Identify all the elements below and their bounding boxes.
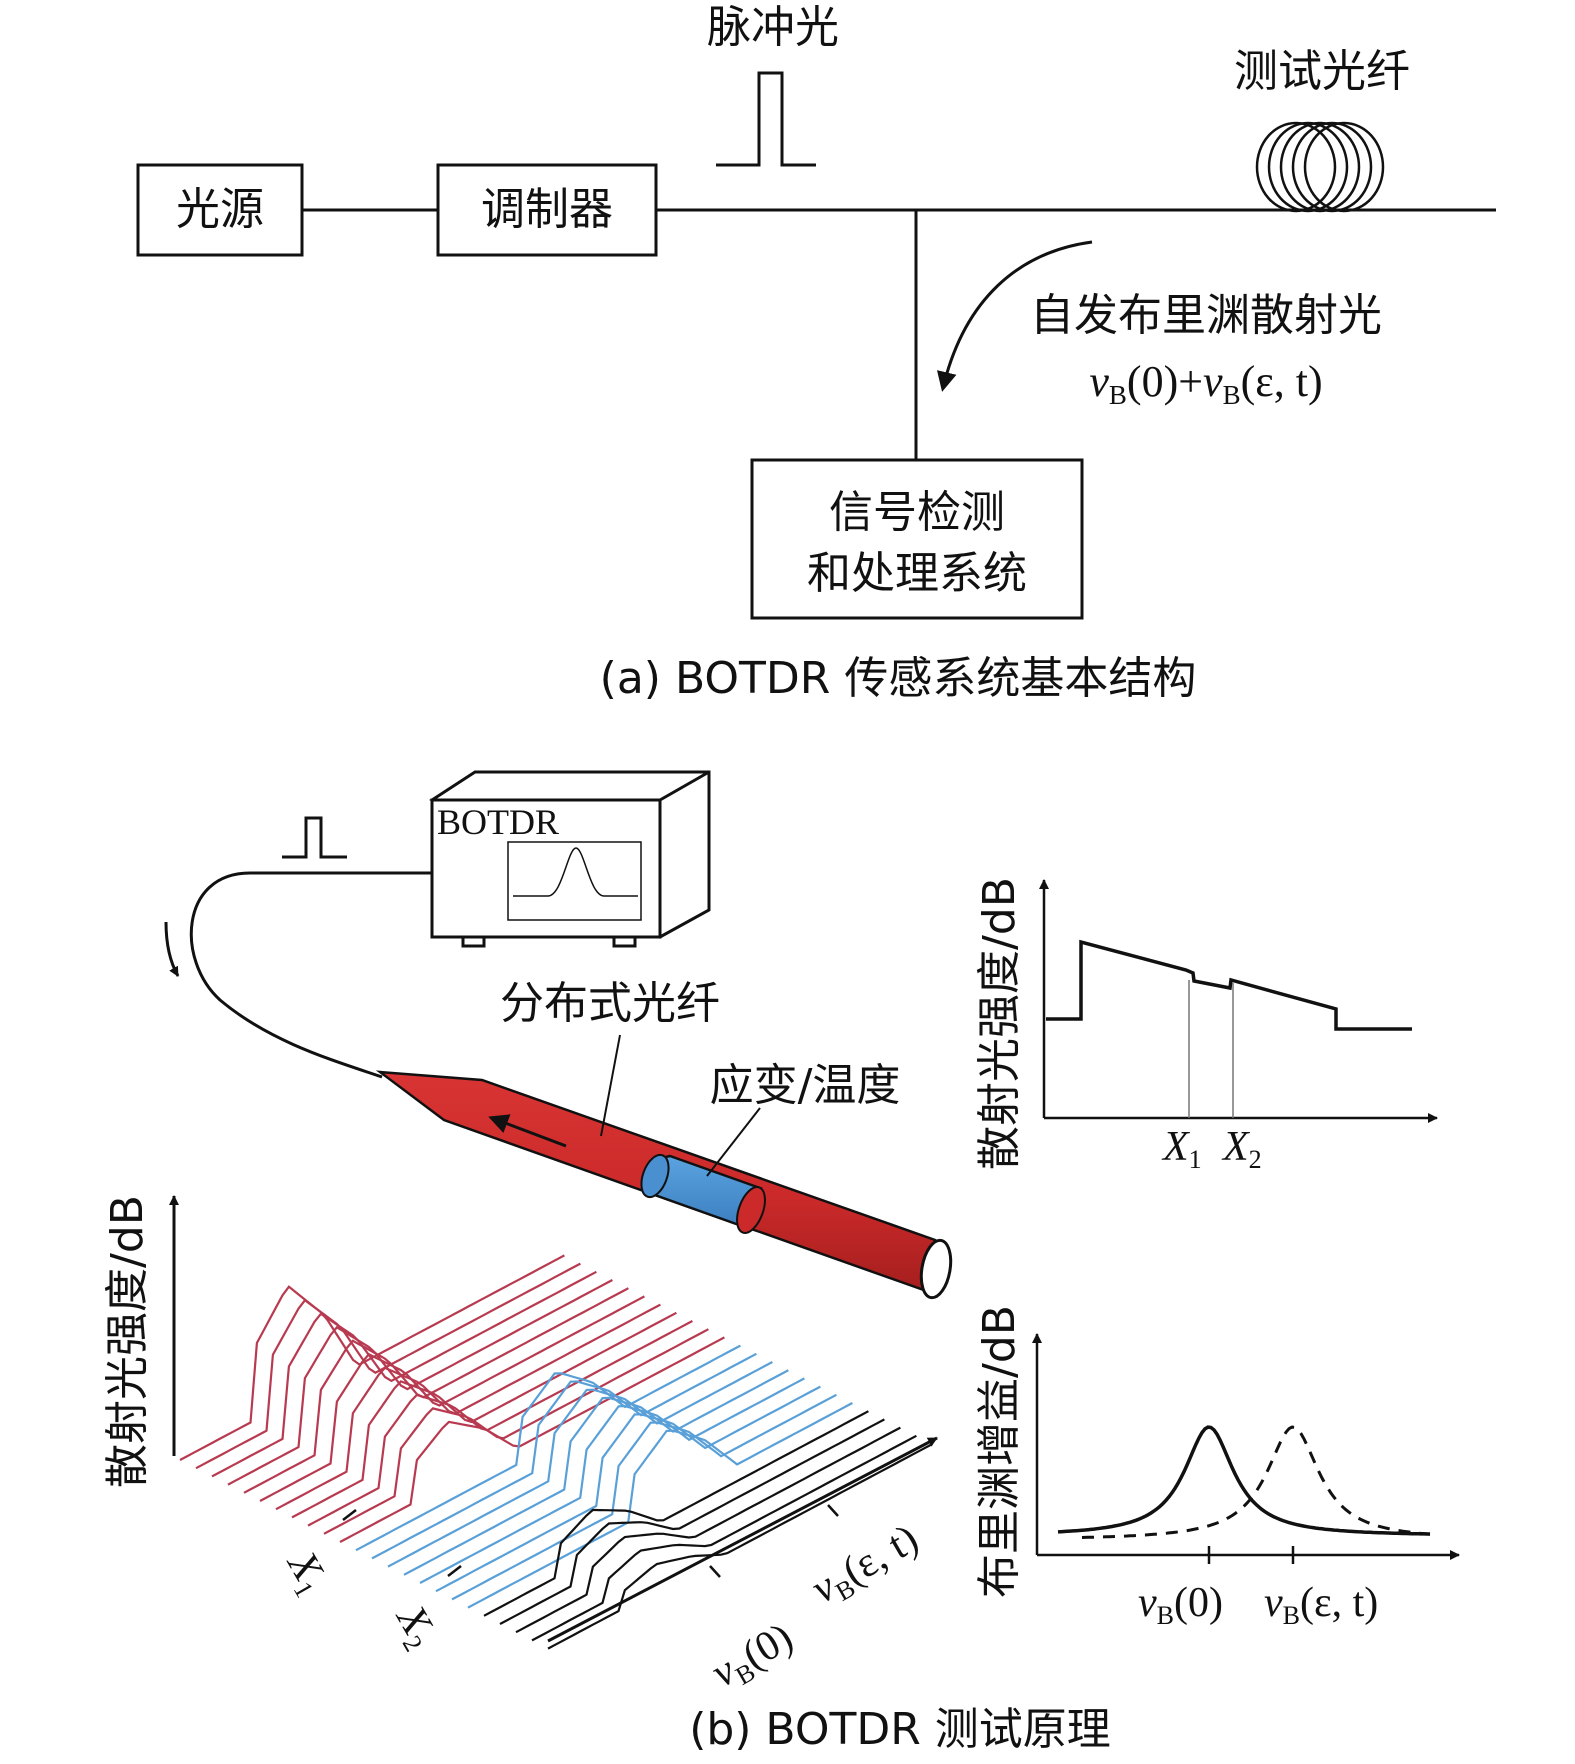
intensity-trace — [1046, 939, 1412, 1031]
pulse-label: 脉冲光 — [707, 2, 839, 53]
waterfall-trace — [339, 1336, 725, 1543]
waterfall-trace — [403, 1369, 789, 1576]
distributed-fiber-label: 分布式光纤 — [500, 978, 720, 1029]
waterfall-trace — [435, 1385, 821, 1593]
waterfall-freq-axis — [547, 1436, 938, 1643]
return-arrow-icon — [164, 921, 180, 977]
distributed-fiber — [375, 1070, 953, 1300]
gain-curve-reference — [1057, 1425, 1430, 1536]
light-source-label: 光源 — [176, 184, 264, 235]
waterfall-trace — [291, 1311, 677, 1519]
waterfall-traces — [179, 1254, 933, 1650]
waterfall-trace — [547, 1443, 933, 1650]
modulator-block: 调制器 — [436, 163, 658, 257]
gain-y-label: 布里渊增益/dB — [974, 1305, 1025, 1598]
waterfall-trace — [483, 1410, 869, 1617]
waterfall-trace — [211, 1270, 597, 1478]
backscatter-arrow-icon — [936, 240, 1093, 392]
test-fiber-label: 测试光纤 — [1234, 46, 1410, 97]
fiber-coil-icon — [1255, 121, 1385, 213]
strain-label-leader — [706, 1107, 761, 1177]
signal-processing-block: 信号检测 和处理系统 — [750, 458, 1084, 620]
waterfall-trace — [195, 1262, 581, 1470]
caption-a: (a) BOTDR 传感系统基本结构 — [600, 653, 1197, 704]
intensity-x1-label: X1 — [1161, 1124, 1202, 1174]
waterfall-trace — [259, 1295, 645, 1502]
fiber-cable — [189, 871, 432, 1079]
waterfall-trace — [515, 1426, 901, 1634]
waterfall-trace — [531, 1434, 917, 1642]
waterfall-plot: 散射光强度/dB X1 X2 νB(0) νB(ε, t) — [102, 1195, 938, 1700]
scatter-label: 自发布里渊散射光 — [1030, 290, 1382, 341]
gain-nu0-label: νB(0) — [1138, 1580, 1223, 1630]
waterfall-trace — [243, 1287, 629, 1494]
strain-temperature-label: 应变/温度 — [710, 1060, 901, 1111]
scatter-formula: νB(0)+νB(ε, t) — [1089, 357, 1322, 410]
pulse-icon-b — [282, 816, 347, 859]
pulse-icon — [716, 71, 816, 167]
gain-nuet-label: νB(ε, t) — [1264, 1580, 1378, 1630]
part-b-diagram: BOTDR 分布式光纤 应变/温度 — [102, 770, 1460, 1755]
waterfall-trace — [499, 1418, 885, 1625]
waterfall-trace — [323, 1328, 709, 1535]
detector-label-line1: 信号检测 — [829, 487, 1005, 538]
waterfall-trace — [275, 1303, 661, 1511]
waterfall-y-label: 散射光强度/dB — [102, 1195, 153, 1488]
waterfall-x2-label: X2 — [383, 1596, 447, 1656]
gain-chart: 布里渊增益/dB νB(0) νB(ε, t) — [974, 1305, 1460, 1630]
waterfall-trace — [451, 1393, 837, 1601]
waterfall-trace — [371, 1352, 757, 1560]
waterfall-nu0-label: νB(0) — [704, 1614, 803, 1700]
botdr-instrument: BOTDR — [429, 770, 711, 948]
modulator-label: 调制器 — [481, 184, 613, 235]
part-a-diagram: 光源 调制器 脉冲光 测试光纤 自发布里渊散射光 νB(0)+νB(ε, t) … — [136, 2, 1496, 704]
fiber-label-leader — [600, 1034, 621, 1137]
waterfall-trace — [355, 1344, 741, 1552]
waterfall-trace — [387, 1361, 773, 1568]
intensity-y-label: 散射光强度/dB — [974, 877, 1025, 1170]
waterfall-trace — [419, 1377, 805, 1584]
intensity-chart: 散射光强度/dB X1 X2 — [974, 877, 1438, 1174]
detector-label-line2: 和处理系统 — [807, 548, 1027, 599]
intensity-x2-label: X2 — [1221, 1124, 1262, 1174]
waterfall-x1-label: X1 — [274, 1542, 338, 1602]
waterfall-trace — [307, 1320, 693, 1527]
waterfall-trace — [227, 1279, 613, 1486]
caption-b: (b) BOTDR 测试原理 — [689, 1704, 1111, 1755]
waterfall-trace — [467, 1402, 853, 1609]
instrument-screen-curve — [513, 847, 638, 897]
light-source-block: 光源 — [136, 163, 304, 257]
botdr-instrument-label: BOTDR — [437, 802, 559, 842]
waterfall-nuet-label: νB(ε, t) — [804, 1516, 928, 1616]
